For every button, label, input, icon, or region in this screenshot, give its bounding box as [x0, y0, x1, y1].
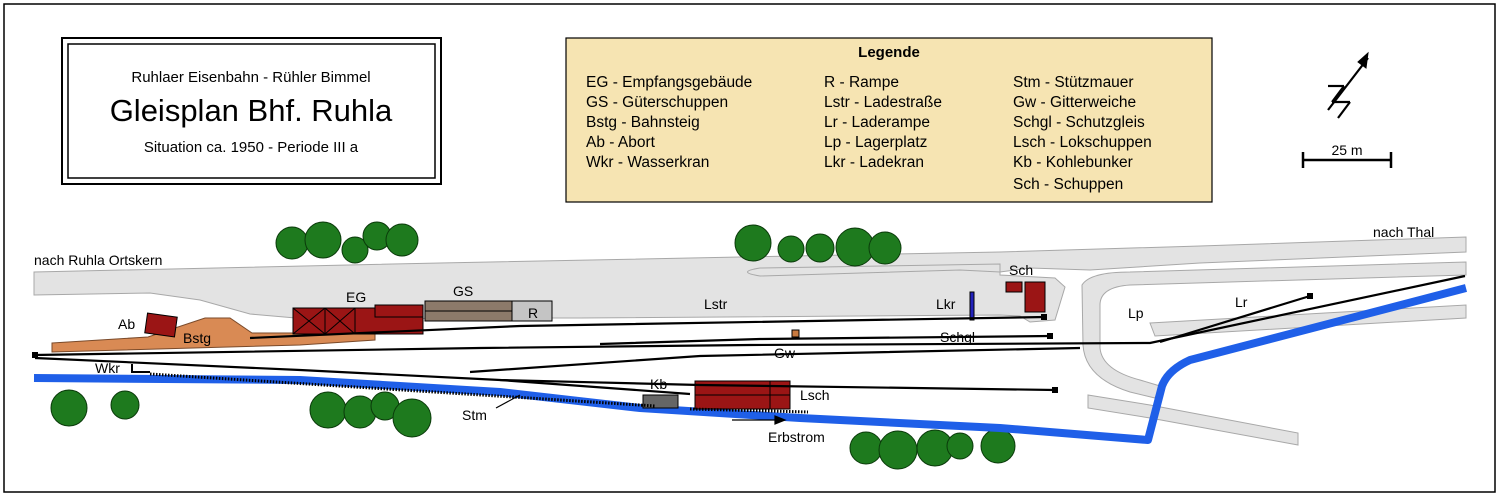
tree-icon [341, 236, 369, 264]
label-lr: Lr [1235, 294, 1248, 310]
legend-entry: R - Rampe [824, 74, 899, 91]
legend-entry: Lstr - Ladestraße [824, 94, 942, 111]
gitterweiche-marker [791, 329, 800, 338]
tree-icon [835, 227, 875, 267]
label-ab: Ab [118, 316, 135, 332]
kohlebunker [642, 394, 679, 409]
thal-road [1081, 261, 1467, 399]
tree-icon [392, 398, 432, 438]
tree-icon [385, 223, 419, 257]
legend-entry: Schgl - Schutzgleis [1013, 114, 1145, 131]
label-lkr: Lkr [936, 296, 956, 312]
tree-icon [805, 233, 835, 263]
scale-bar: 25 m [1301, 142, 1393, 168]
ladekran-marker [969, 291, 975, 321]
scale-label: 25 m [1331, 142, 1362, 158]
legend-entry: Ab - Abort [586, 134, 656, 151]
buildings [144, 281, 1046, 410]
label-lsch: Lsch [800, 387, 830, 403]
buffer-stop [1041, 314, 1047, 320]
tree-icon [946, 432, 974, 460]
label-kb: Kb [650, 376, 667, 392]
label-schgl: Schgl [940, 329, 975, 345]
legend-entry: Sch - Schuppen [1013, 176, 1123, 193]
tree-icon [868, 231, 902, 265]
buffer-stop [1047, 333, 1053, 339]
tree-icon [309, 391, 347, 429]
lower-road [1087, 394, 1299, 446]
legend-heading: Legende [858, 44, 920, 61]
label-gw: Gw [774, 345, 796, 361]
legend-column-3: Stm - Stützmauer Gw - Gitterweiche Schgl… [1013, 74, 1152, 193]
label-stm: Stm [462, 407, 487, 423]
legend-entry: Gw - Gitterweiche [1013, 94, 1136, 111]
tree-icon [849, 431, 883, 465]
label-bstg: Bstg [183, 330, 211, 346]
title-box-subtitle: Ruhlaer Eisenbahn - Rühler Bimmel [131, 69, 370, 86]
wasserkran-icon [131, 364, 150, 373]
label-lstr: Lstr [704, 296, 728, 312]
river-erbstrom [33, 284, 1468, 444]
label-erbstrom: Erbstrom [768, 429, 825, 445]
tree-icon [777, 235, 805, 263]
legend-entry: Stm - Stützmauer [1013, 74, 1134, 91]
buffer-stop [1052, 387, 1058, 393]
track-lr [1159, 294, 1311, 344]
label-lp: Lp [1128, 305, 1144, 321]
track-main [34, 274, 1466, 357]
legend-column-1: EG - Empfangsgebäude GS - Güterschuppen … [586, 74, 752, 171]
tree-icon [343, 395, 377, 429]
schuppen-building [1005, 281, 1023, 293]
legend-column-2: R - Rampe Lstr - Ladestraße Lr - Laderam… [824, 74, 942, 171]
tree-icon [878, 430, 918, 470]
label-nach-thal: nach Thal [1373, 224, 1434, 240]
rampe [511, 300, 553, 322]
tree-icon [734, 224, 772, 262]
legend-entry: Lp - Lagerplatz [824, 134, 927, 151]
track-schutzgleis [599, 334, 1051, 346]
tracks [34, 274, 1466, 396]
legend-entry: EG - Empfangsgebäude [586, 74, 752, 91]
label-r: R [528, 305, 538, 321]
tree-icon [110, 390, 140, 420]
title-box: Ruhlaer Eisenbahn - Rühler Bimmel Gleisp… [61, 37, 442, 185]
label-gs: GS [453, 283, 473, 299]
track-cross [469, 346, 1081, 374]
legend-box: Legende EG - Empfangsgebäude GS - Güters… [565, 37, 1213, 203]
stuetzmauer [149, 372, 656, 408]
label-eg: EG [346, 289, 366, 305]
label-nach-ruhla-ortskern: nach Ruhla Ortskern [34, 252, 162, 268]
legend-entry: Lr - Laderampe [824, 114, 930, 131]
legend-entry: Lkr - Ladekran [824, 154, 924, 171]
tree-icon [304, 221, 342, 259]
label-sch: Sch [1009, 262, 1033, 278]
map-labels: nach Ruhla Ortskern nach Thal EG GS R Ab… [34, 224, 1434, 445]
buffer-stop [1307, 293, 1313, 299]
legend-entry: GS - Güterschuppen [586, 94, 728, 111]
title-box-situation: Situation ca. 1950 - Periode III a [144, 139, 359, 156]
abort-building [144, 312, 178, 338]
track-lsch [499, 378, 691, 396]
tree-icon [275, 226, 309, 260]
lp-road-spur [1149, 304, 1467, 337]
label-wkr: Wkr [95, 360, 120, 376]
legend-entry: Lsch - Lokschuppen [1013, 134, 1152, 151]
pointer-arrows [495, 394, 787, 425]
road-network [33, 236, 1467, 446]
track-ends [32, 293, 1313, 393]
legend-entry: Kb - Kohlebunker [1013, 154, 1133, 171]
north-arrow-icon [1327, 51, 1369, 119]
buffer-stop [32, 352, 38, 358]
title-box-title: Gleisplan Bhf. Ruhla [110, 93, 393, 128]
tree-icon [50, 389, 88, 427]
track-loading [249, 315, 1046, 340]
legend-entry: Bstg - Bahnsteig [586, 114, 700, 131]
tree-icon [980, 428, 1016, 464]
legend-entry: Wkr - Wasserkran [586, 154, 709, 171]
